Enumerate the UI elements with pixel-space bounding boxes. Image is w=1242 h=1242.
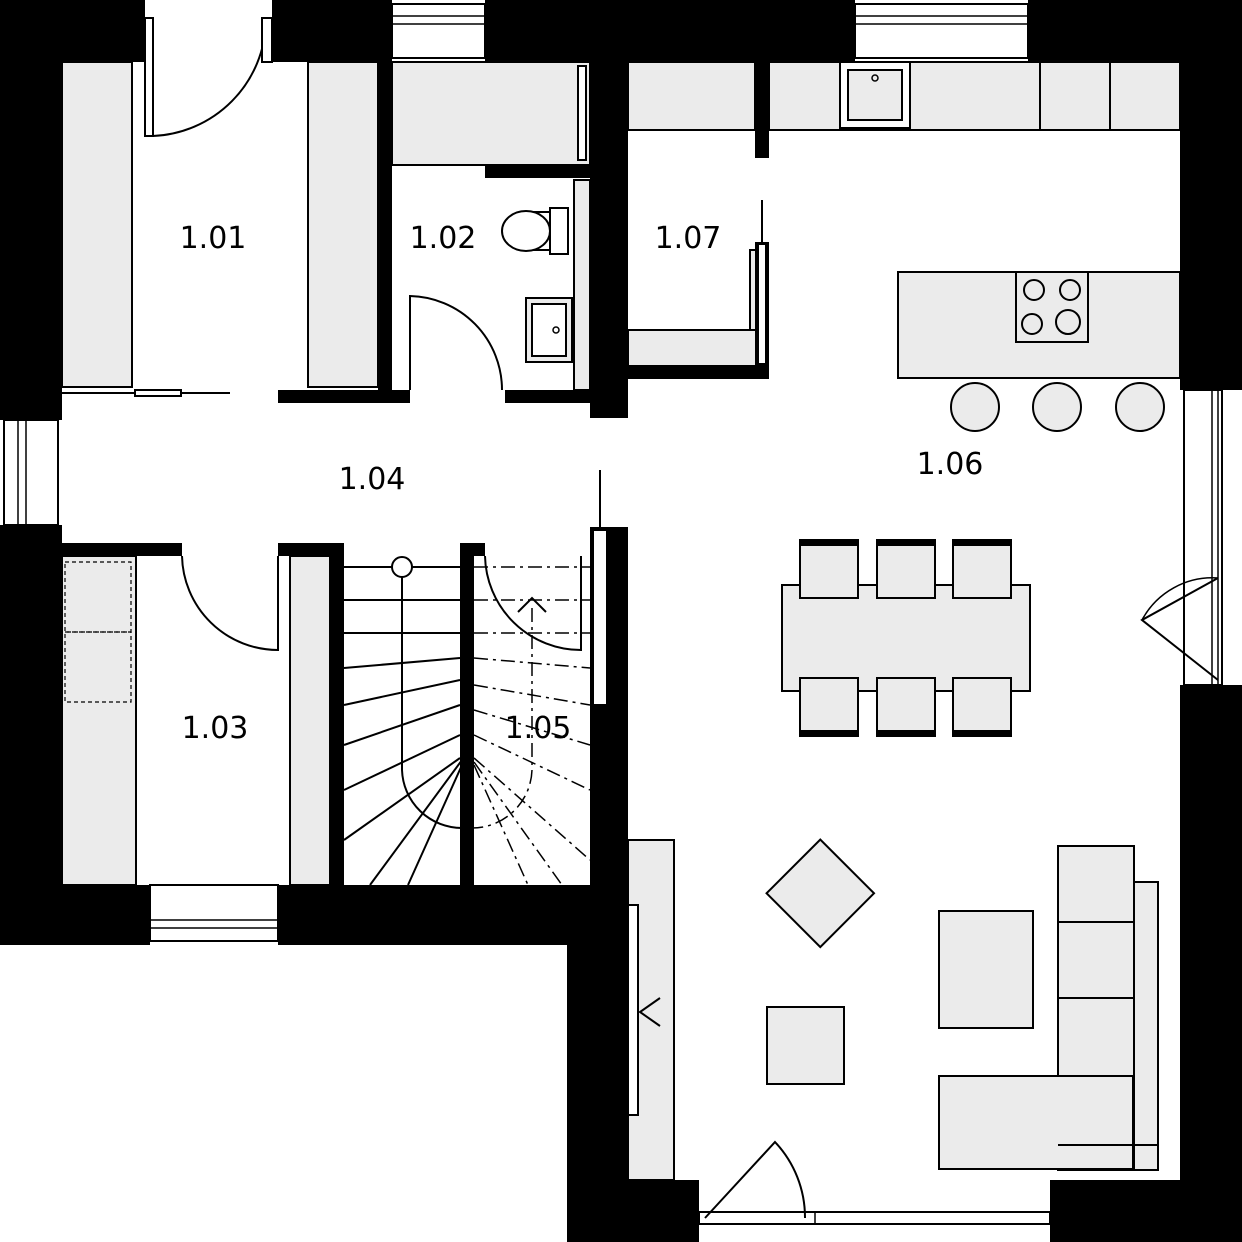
wall-right-upper [1180, 0, 1242, 390]
kitchen-counter [768, 61, 1181, 131]
wall-103-top-left [62, 543, 182, 556]
wc-wall-panel [573, 179, 591, 391]
staircase [343, 556, 591, 886]
wall-101-102 [378, 62, 392, 402]
room-label-105: 1.05 [505, 711, 572, 746]
side-table [766, 1006, 845, 1085]
wall-left-upper [0, 0, 62, 420]
wall-107-right-upper [755, 62, 769, 158]
room-label-101: 1.01 [180, 221, 247, 256]
wall-top-2 [272, 0, 392, 62]
window-top-102 [391, 3, 486, 59]
wc-fixtures [391, 61, 591, 391]
utility-103 [61, 555, 331, 886]
wall-stair-middle [460, 543, 474, 885]
sofa-back [1132, 881, 1159, 1171]
dining [781, 539, 1031, 737]
room-label-104: 1.04 [339, 462, 406, 497]
dining-table [781, 584, 1031, 692]
wc-door [409, 294, 503, 391]
window-right-terrace [1183, 389, 1223, 686]
wall-bottom-1 [567, 1180, 699, 1242]
coffee-table [938, 910, 1034, 1029]
wall-107-bottom [628, 366, 768, 379]
entrance-door-leaf [144, 17, 154, 137]
wall-right-lower [1180, 685, 1242, 1242]
room-label-103: 1.03 [182, 711, 249, 746]
sofa-chaise [938, 1075, 1134, 1170]
doors [62, 17, 1219, 1219]
room-label-102: 1.02 [410, 221, 477, 256]
window-bottom-living [698, 1211, 1051, 1225]
window-top-kitchen [854, 3, 1029, 59]
wc-counter [391, 61, 591, 166]
room-label-107: 1.07 [655, 221, 722, 256]
kitchen [627, 61, 1181, 432]
pantry-shelf [627, 329, 757, 367]
garden-door [704, 1140, 807, 1219]
stair-start-icon [391, 556, 413, 578]
wall-left-lower [0, 525, 62, 945]
utility-shelf [289, 555, 331, 886]
stair-arrow-icon [517, 596, 547, 613]
entrance-door-swing [152, 21, 267, 137]
bar-stool [1032, 382, 1082, 432]
wardrobe-101 [61, 61, 379, 388]
wall-bottom-2 [1050, 1180, 1242, 1242]
windows [3, 3, 1223, 1225]
utility-counter [61, 555, 137, 886]
pantry-107 [627, 249, 757, 367]
wall-bottom-left-1 [0, 885, 150, 945]
room-label-106: 1.06 [917, 447, 984, 482]
stair-walkline [401, 567, 463, 829]
wardrobe-left [61, 61, 133, 388]
dining-chairs-top [799, 539, 1012, 599]
wardrobe-right [307, 61, 379, 388]
wall-102-top [485, 165, 590, 178]
dining-chairs-bottom [799, 677, 1012, 737]
wall-top-3 [485, 0, 855, 62]
tv-icon [627, 904, 639, 1116]
wall-core-upper [590, 0, 628, 418]
room-labels: 1.01 1.02 1.03 1.04 1.05 1.06 1.07 [180, 221, 984, 746]
window-bottom-103 [149, 884, 279, 942]
wall-top-1 [0, 0, 145, 62]
wall-103-stair [330, 543, 344, 885]
kitchen-counter-left [627, 61, 756, 131]
armchair [765, 838, 876, 949]
wall-102-bottom-left [278, 390, 410, 403]
bar-stool [950, 382, 1000, 432]
bar-stool [1115, 382, 1165, 432]
storage-door [484, 555, 582, 652]
wall-103-top-right [278, 543, 344, 556]
living [627, 838, 1159, 1181]
utility-door [181, 555, 279, 652]
window-left-hall [3, 419, 59, 526]
wall-102-bottom-right [505, 390, 597, 403]
